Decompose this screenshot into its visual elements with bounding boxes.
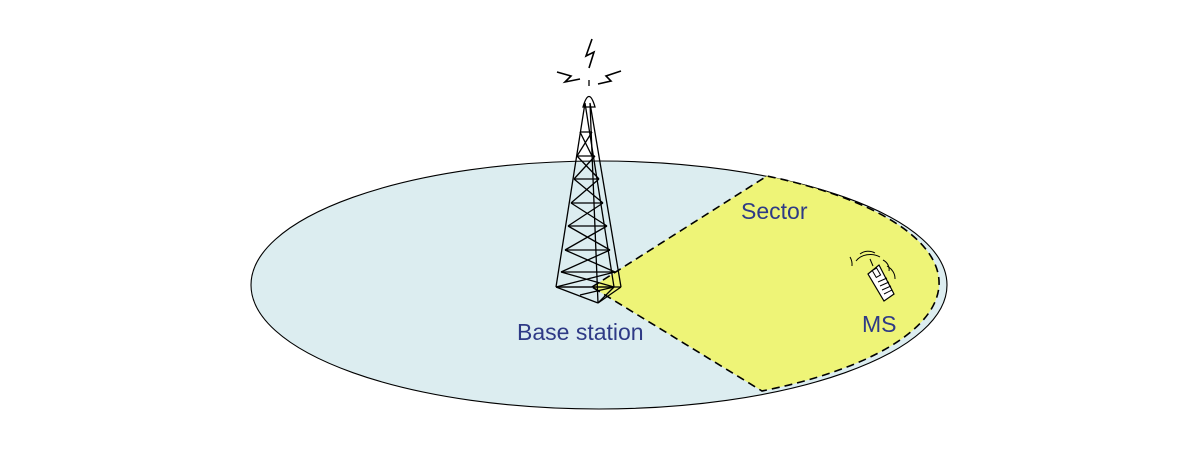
sector-area — [590, 175, 940, 392]
mobile-station-label: MS — [862, 311, 897, 337]
mobile-phone-icon — [849, 250, 896, 302]
sector-label: Sector — [741, 198, 808, 224]
cell-tower-icon — [555, 80, 622, 304]
base-station-label: Base station — [517, 319, 644, 345]
lightning-signal-icon — [556, 38, 622, 85]
